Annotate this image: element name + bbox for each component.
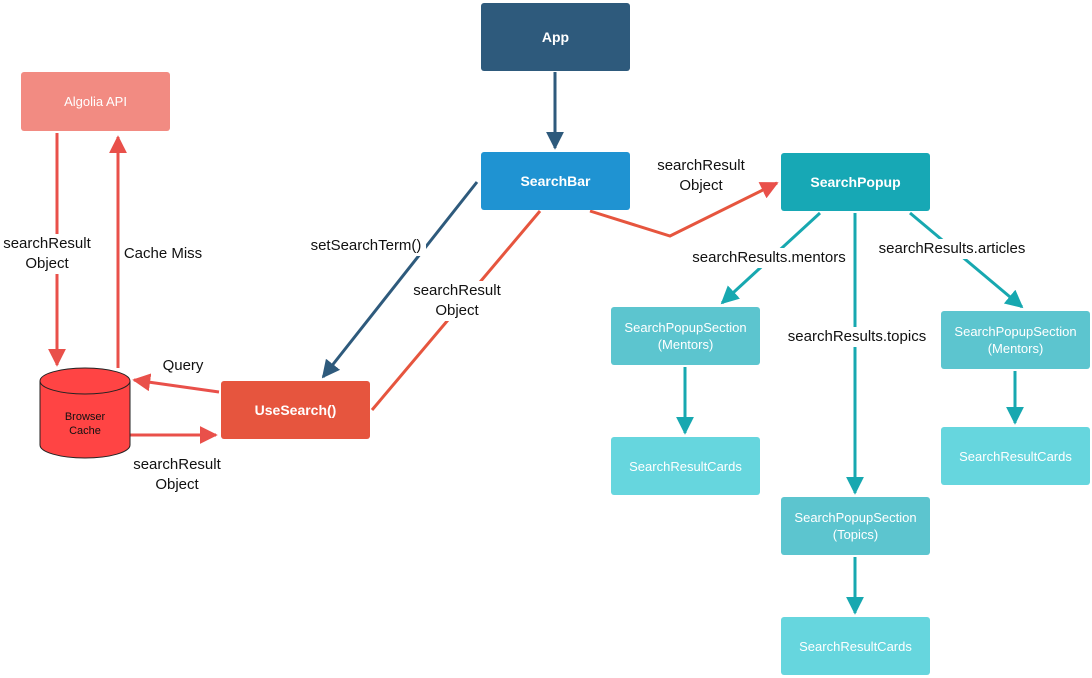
edge-usesearch-cache: [132, 373, 220, 394]
label-search-result-usesearch: searchResult Object: [410, 281, 504, 321]
node-algolia-api: Algolia API: [21, 72, 170, 131]
edge-searchbar-popup: [589, 181, 779, 238]
node-result-cards-right: SearchResultCards: [941, 427, 1090, 485]
label-search-results-articles: searchResults.articles: [872, 239, 1032, 259]
node-section-mentors-right: SearchPopupSection (Mentors): [941, 311, 1090, 369]
label-search-results-topics: searchResults.topics: [782, 327, 932, 347]
node-app: App: [481, 3, 630, 71]
node-section-mentors-left: SearchPopupSection (Mentors): [611, 307, 760, 365]
label-query: Query: [162, 357, 204, 374]
node-usesearch: UseSearch(): [221, 381, 370, 439]
label-search-results-mentors: searchResults.mentors: [686, 248, 852, 268]
node-searchbar: SearchBar: [481, 152, 630, 210]
node-result-cards-bottom: SearchResultCards: [781, 617, 930, 675]
node-result-cards-left: SearchResultCards: [611, 437, 760, 495]
node-searchpopup: SearchPopup: [781, 153, 930, 211]
edge-popup-mentors2: [909, 211, 1024, 309]
node-section-topics: SearchPopupSection (Topics): [781, 497, 930, 555]
edge-searchbar-usesearch: [321, 181, 479, 379]
label-cache-miss: Cache Miss: [120, 244, 206, 264]
label-cache-to-usesearch: searchResult Object: [133, 456, 221, 493]
label-search-result-popup: searchResult Object: [657, 157, 745, 194]
node-browser-cache-label: Browser Cache: [64, 411, 106, 437]
browser-cache-cylinder: [39, 367, 131, 459]
label-set-search-term: setSearchTerm(): [306, 236, 426, 256]
label-algolia-to-cache: searchResult Object: [1, 234, 93, 274]
